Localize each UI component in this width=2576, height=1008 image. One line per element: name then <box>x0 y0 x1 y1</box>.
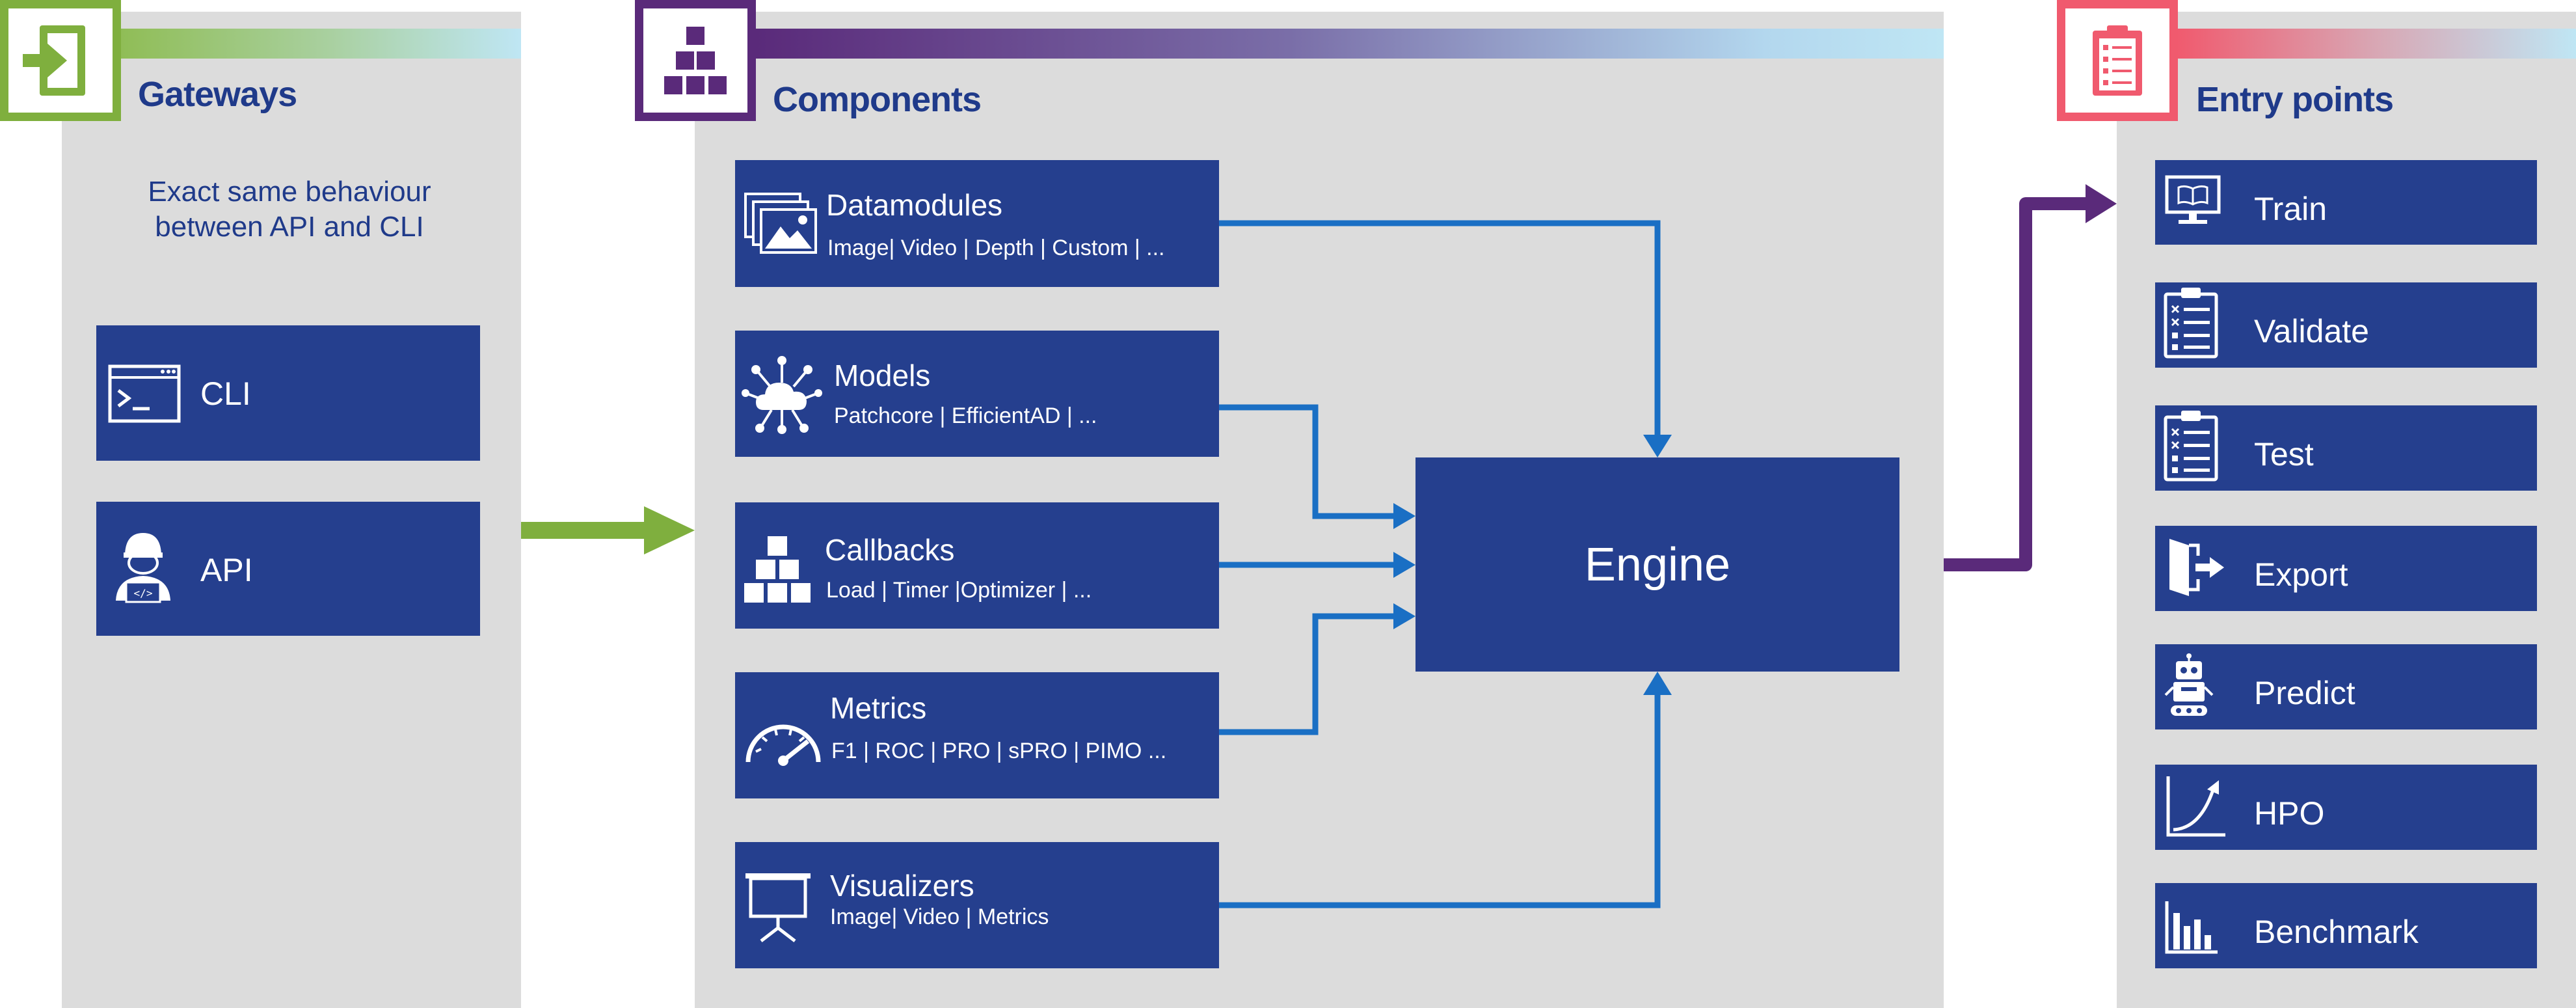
component-visualizers[interactable]: Visualizers Image| Video | Metrics <box>735 842 1219 968</box>
cloud-network-icon <box>742 356 822 434</box>
entry-hpo[interactable]: HPO <box>2155 765 2537 850</box>
gateway-label: CLI <box>200 375 251 412</box>
datamodules-connector <box>1219 220 1661 437</box>
visualizers-connector <box>1219 692 1661 908</box>
engine-label: Engine <box>1584 538 1731 591</box>
entry-points-title: Entry points <box>2196 80 2394 119</box>
engine-box[interactable]: Engine <box>1415 457 1899 672</box>
entry-label: Test <box>2254 436 2314 472</box>
growth-curve-icon <box>2166 776 2225 837</box>
checklist-icon <box>2164 288 2218 359</box>
component-callbacks[interactable]: Callbacks Load | Timer |Optimizer | ... <box>735 502 1219 629</box>
components-title: Components <box>773 80 982 119</box>
component-sub: F1 | ROC | PRO | sPRO | PIMO ... <box>831 739 1167 763</box>
gateway-api[interactable]: </> API <box>96 502 480 636</box>
exit-door-icon <box>8 8 113 113</box>
component-sub: Image| Video | Metrics <box>830 905 1049 929</box>
entry-label: Validate <box>2254 313 2369 349</box>
entry-label: Train <box>2254 191 2328 227</box>
component-sub: Patchcore | EfficientAD | ... <box>834 403 1097 428</box>
presentation-icon <box>745 873 811 942</box>
arrowhead <box>1393 503 1415 529</box>
component-sub: Image| Video | Depth | Custom | ... <box>827 236 1165 260</box>
terminal-icon <box>108 364 181 423</box>
models-connector <box>1219 404 1397 519</box>
entry-points-header-bar <box>2176 29 2576 59</box>
developer-icon: </> <box>116 533 170 603</box>
gateways-header-icon <box>0 0 121 121</box>
arrowhead <box>1643 435 1672 457</box>
entry-train[interactable]: Train <box>2155 160 2537 245</box>
robot-icon <box>2164 653 2214 716</box>
components-header-icon <box>635 0 756 121</box>
monitor-book-icon <box>2165 175 2221 224</box>
entry-benchmark[interactable]: Benchmark <box>2155 883 2537 968</box>
boxes-icon <box>744 536 811 603</box>
entry-label: Benchmark <box>2254 914 2419 950</box>
arrowhead <box>1393 552 1415 578</box>
entry-predict[interactable]: Predict <box>2155 644 2537 729</box>
component-label: Callbacks <box>825 533 955 567</box>
arrowhead <box>1643 672 1672 695</box>
entry-test[interactable]: Test <box>2155 405 2537 491</box>
bar-chart-icon <box>2165 901 2218 954</box>
component-label: Datamodules <box>826 188 1003 222</box>
gauge-icon <box>745 724 821 766</box>
entry-label: Export <box>2254 556 2348 593</box>
checklist-icon <box>2164 411 2218 482</box>
component-models[interactable]: Models Patchcore | EfficientAD | ... <box>735 331 1219 457</box>
arrowhead <box>1393 603 1415 629</box>
door-exit-icon <box>2169 539 2224 596</box>
metrics-connector <box>1219 613 1397 735</box>
component-label: Metrics <box>830 691 927 725</box>
gateways-description: Exact same behaviour between API and CLI <box>148 176 431 243</box>
component-sub: Load | Timer |Optimizer | ... <box>826 578 1092 603</box>
component-metrics[interactable]: Metrics F1 | ROC | PRO | sPRO | PIMO ... <box>735 672 1219 798</box>
entry-label: Predict <box>2254 675 2355 711</box>
engine-to-entry-points-arrow <box>1944 184 2117 571</box>
clipboard-icon <box>2065 8 2169 113</box>
entry-label: HPO <box>2254 795 2325 832</box>
entry-validate[interactable]: Validate <box>2155 282 2537 368</box>
svg-text:</>: </> <box>134 587 153 599</box>
entry-points-header-icon <box>2057 0 2178 121</box>
gateways-header-bar <box>98 29 521 59</box>
component-label: Models <box>834 359 931 392</box>
entry-export[interactable]: Export <box>2155 526 2537 611</box>
gateways-title: Gateways <box>138 75 297 114</box>
gateway-cli[interactable]: CLI <box>96 325 480 461</box>
gateway-label: API <box>200 552 253 588</box>
gateways-to-components-arrow <box>521 506 695 554</box>
images-icon <box>744 193 817 254</box>
components-header-bar <box>755 29 1944 59</box>
component-label: Visualizers <box>830 869 974 903</box>
component-datamodules[interactable]: Datamodules Image| Video | Depth | Custo… <box>735 160 1219 287</box>
boxes-stack-icon <box>643 8 747 113</box>
